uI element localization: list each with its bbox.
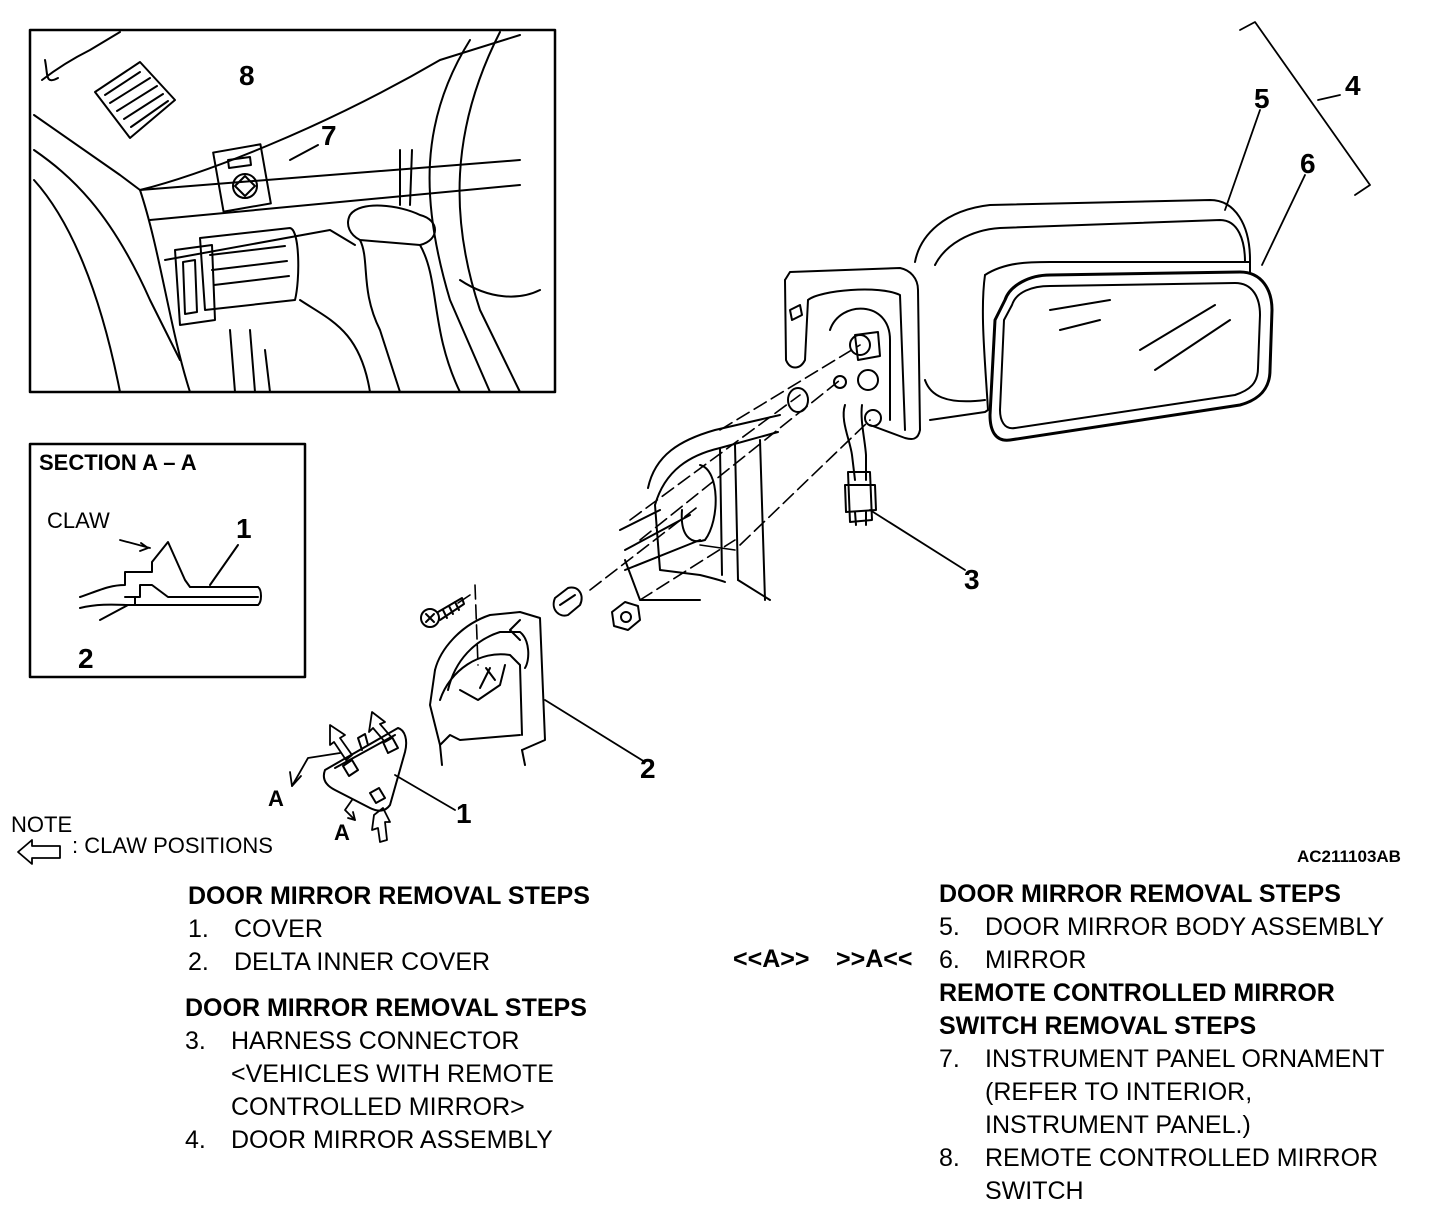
callout-7: 7 xyxy=(321,120,337,151)
steps-left-group-1: DOOR MIRROR REMOVAL STEPS 1. COVER 2. DE… xyxy=(188,880,590,979)
steps-left-group-2: DOOR MIRROR REMOVAL STEPS 3. HARNESS CON… xyxy=(185,992,587,1157)
step-number: 3. xyxy=(185,1027,206,1055)
steps-left-group-2-heading: DOOR MIRROR REMOVAL STEPS xyxy=(185,994,587,1022)
step-1: 1. COVER xyxy=(188,913,590,946)
section-a-a-inset xyxy=(28,442,307,679)
steps-right: DOOR MIRROR REMOVAL STEPS 5. DOOR MIRROR… xyxy=(939,878,1385,1208)
step-number: 2. xyxy=(188,948,209,976)
callout-5: 5 xyxy=(1254,83,1270,114)
note-arrow-icon xyxy=(17,839,61,865)
callout-1-section: 1 xyxy=(236,513,252,544)
section-a-marker-1: A xyxy=(268,786,284,811)
claw-label: CLAW xyxy=(47,508,110,533)
note-label: NOTE xyxy=(11,812,73,837)
step-number: 8. xyxy=(939,1144,960,1172)
callout-2-delta-cover: 2 xyxy=(640,753,656,784)
step-6: 6. MIRROR xyxy=(939,944,1385,977)
callout-3: 3 xyxy=(964,564,980,595)
fasteners xyxy=(420,586,641,631)
service-mark-left: <<A>> xyxy=(733,945,810,973)
step-text: REMOTE CONTROLLED MIRROR xyxy=(985,1144,1379,1172)
leader-lines xyxy=(394,21,1371,811)
claw-arrows xyxy=(329,711,393,843)
step-text: HARNESS CONNECTOR xyxy=(231,1027,520,1055)
section-a-a-title: SECTION A – A xyxy=(39,450,197,475)
step-5: 5. DOOR MIRROR BODY ASSEMBLY xyxy=(939,911,1385,944)
step-number: 5. xyxy=(939,913,960,941)
cover xyxy=(322,727,408,812)
step-text: COVER xyxy=(234,915,323,943)
step-3-line-2: <VEHICLES WITH REMOTE xyxy=(231,1060,554,1088)
step-text: DOOR MIRROR BODY ASSEMBLY xyxy=(985,913,1385,941)
steps-left-group-1-heading: DOOR MIRROR REMOVAL STEPS xyxy=(188,882,590,910)
step-text: INSTRUMENT PANEL ORNAMENT xyxy=(985,1045,1385,1073)
steps-right-group-2-heading-1: REMOTE CONTROLLED MIRROR xyxy=(939,979,1335,1007)
callout-4: 4 xyxy=(1345,70,1361,101)
step-number: 4. xyxy=(185,1126,206,1154)
harness-connector xyxy=(842,404,877,526)
delta-inner-cover xyxy=(429,611,546,766)
step-4: 4. DOOR MIRROR ASSEMBLY xyxy=(185,1124,587,1157)
step-3: 3. HARNESS CONNECTOR xyxy=(185,1025,587,1058)
dashboard-inset xyxy=(28,28,557,394)
step-2: 2. DELTA INNER COVER xyxy=(188,946,590,979)
mirror-base xyxy=(784,267,921,440)
step-7-line-2: (REFER TO INTERIOR, xyxy=(985,1078,1253,1106)
steps-right-group-2-heading-2: SWITCH REMOVAL STEPS xyxy=(939,1012,1257,1040)
step-number: 6. xyxy=(939,946,960,974)
steps-right-group-1-heading: DOOR MIRROR REMOVAL STEPS xyxy=(939,880,1341,908)
step-8-line-2: SWITCH xyxy=(985,1177,1084,1205)
note-text: : CLAW POSITIONS xyxy=(72,833,273,858)
figure-code: AC211103AB xyxy=(1297,847,1401,866)
callout-1-cover: 1 xyxy=(456,798,472,829)
step-3-line-3: CONTROLLED MIRROR> xyxy=(231,1093,525,1121)
mirror-body xyxy=(914,199,1251,421)
step-text: DOOR MIRROR ASSEMBLY xyxy=(231,1126,553,1154)
assembly-lines xyxy=(457,344,871,666)
step-text: MIRROR xyxy=(985,946,1087,974)
section-a-marker-2: A xyxy=(334,820,350,845)
step-7: 7. INSTRUMENT PANEL ORNAMENT xyxy=(939,1043,1385,1076)
step-number: 7. xyxy=(939,1045,960,1073)
callout-8: 8 xyxy=(239,60,255,91)
callout-2-section: 2 xyxy=(78,643,94,674)
step-8: 8. REMOTE CONTROLLED MIRROR xyxy=(939,1142,1385,1175)
section-arrows xyxy=(289,752,356,821)
door-frame xyxy=(619,414,781,601)
mirror-glass xyxy=(988,270,1274,442)
step-text: DELTA INNER COVER xyxy=(234,948,491,976)
step-7-line-3: INSTRUMENT PANEL.) xyxy=(985,1111,1251,1139)
service-mark-right: >>A<< xyxy=(836,945,913,973)
callout-6: 6 xyxy=(1300,148,1316,179)
step-number: 1. xyxy=(188,915,209,943)
